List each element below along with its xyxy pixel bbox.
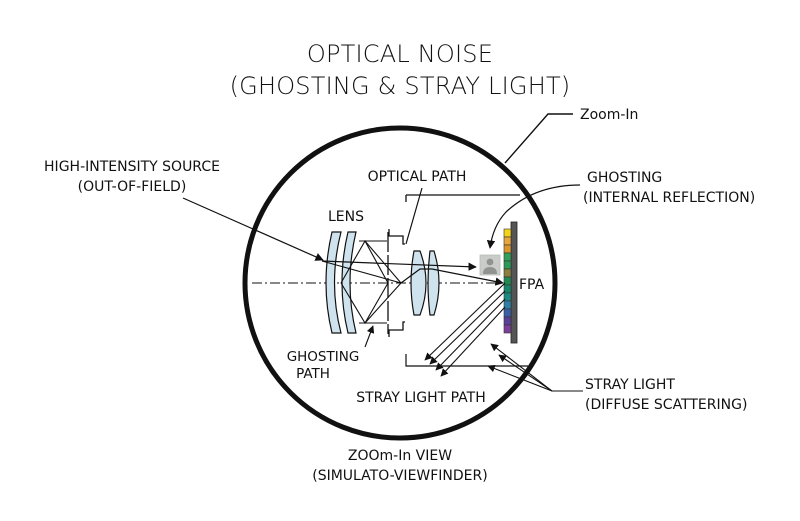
fpa-pixel [503,284,512,294]
fpa-pixel [503,268,512,278]
fpa-pixel [503,236,512,246]
fpa-pixel [503,300,512,310]
title-line-2: (GHOSTING & STRAY LIGHT) [230,72,571,100]
fpa-pixel [503,316,512,326]
lens-element-1 [325,231,342,334]
fpa-pixel [503,228,512,238]
lens-element-3 [410,250,427,316]
lens-element-2 [341,231,357,334]
aperture-stop [387,194,520,337]
ghosting-leader-arrow [486,184,581,249]
optical-path-leader [405,187,423,245]
stray-light-rays [424,282,506,377]
view-caption-line-2: (SIMULATO-VIEWFINDER) [312,468,487,484]
lens-ray-segment [321,260,402,284]
stray-light-leaders [487,343,583,392]
zoom-in-leader [504,113,573,164]
fpa-pixel-column [503,228,512,334]
source-label-line-2: (OUT-OF-FIELD) [78,179,187,195]
lens-label: LENS [328,209,364,225]
fpa-pixel [503,244,512,254]
title-line-1: OPTICAL NOISE [307,40,493,68]
ghosting-label-line-1: GHOSTING [587,170,662,186]
stray-light-path-label: STRAY LIGHT PATH [356,390,486,406]
source-label-line-1: HIGH-INTENSITY SOURCE [44,159,220,175]
fpa-pixel [503,252,512,262]
fpa-pixel [503,276,512,286]
fpa-pixel [503,292,512,302]
ghosting-path-label-line-1: GHOSTING [287,349,360,365]
fpa-backplate [510,221,518,344]
ghosting-path-label-line-2: PATH [296,366,330,382]
view-caption-line-1: ZOOm-In VIEW [348,448,452,464]
stray-light-baffle [405,354,528,367]
zoom-in-label: Zoom-In [580,107,638,123]
ghosting-label-line-2: (INTERNAL REFLECTION) [583,190,755,206]
optical-path-label: OPTICAL PATH [368,169,467,185]
ghost-ray [321,260,477,271]
person-silhouette-icon [483,258,497,274]
fpa-pixel [503,308,512,318]
lens-element-4 [427,250,440,316]
ghost-image [479,254,501,276]
stray-light-label-line-1: STRAY LIGHT [585,377,675,393]
focused-ray-to-fpa [400,268,504,286]
zoom-in-circle [242,125,558,441]
ghosting-path-leader [364,325,375,348]
stray-light-label-line-2: (DIFFUSE SCATTERING) [585,397,747,413]
fpa-label: FPA [519,277,545,293]
fpa-pixel [503,260,512,270]
fpa-pixel [503,324,512,334]
source-ray-incoming [182,197,324,261]
